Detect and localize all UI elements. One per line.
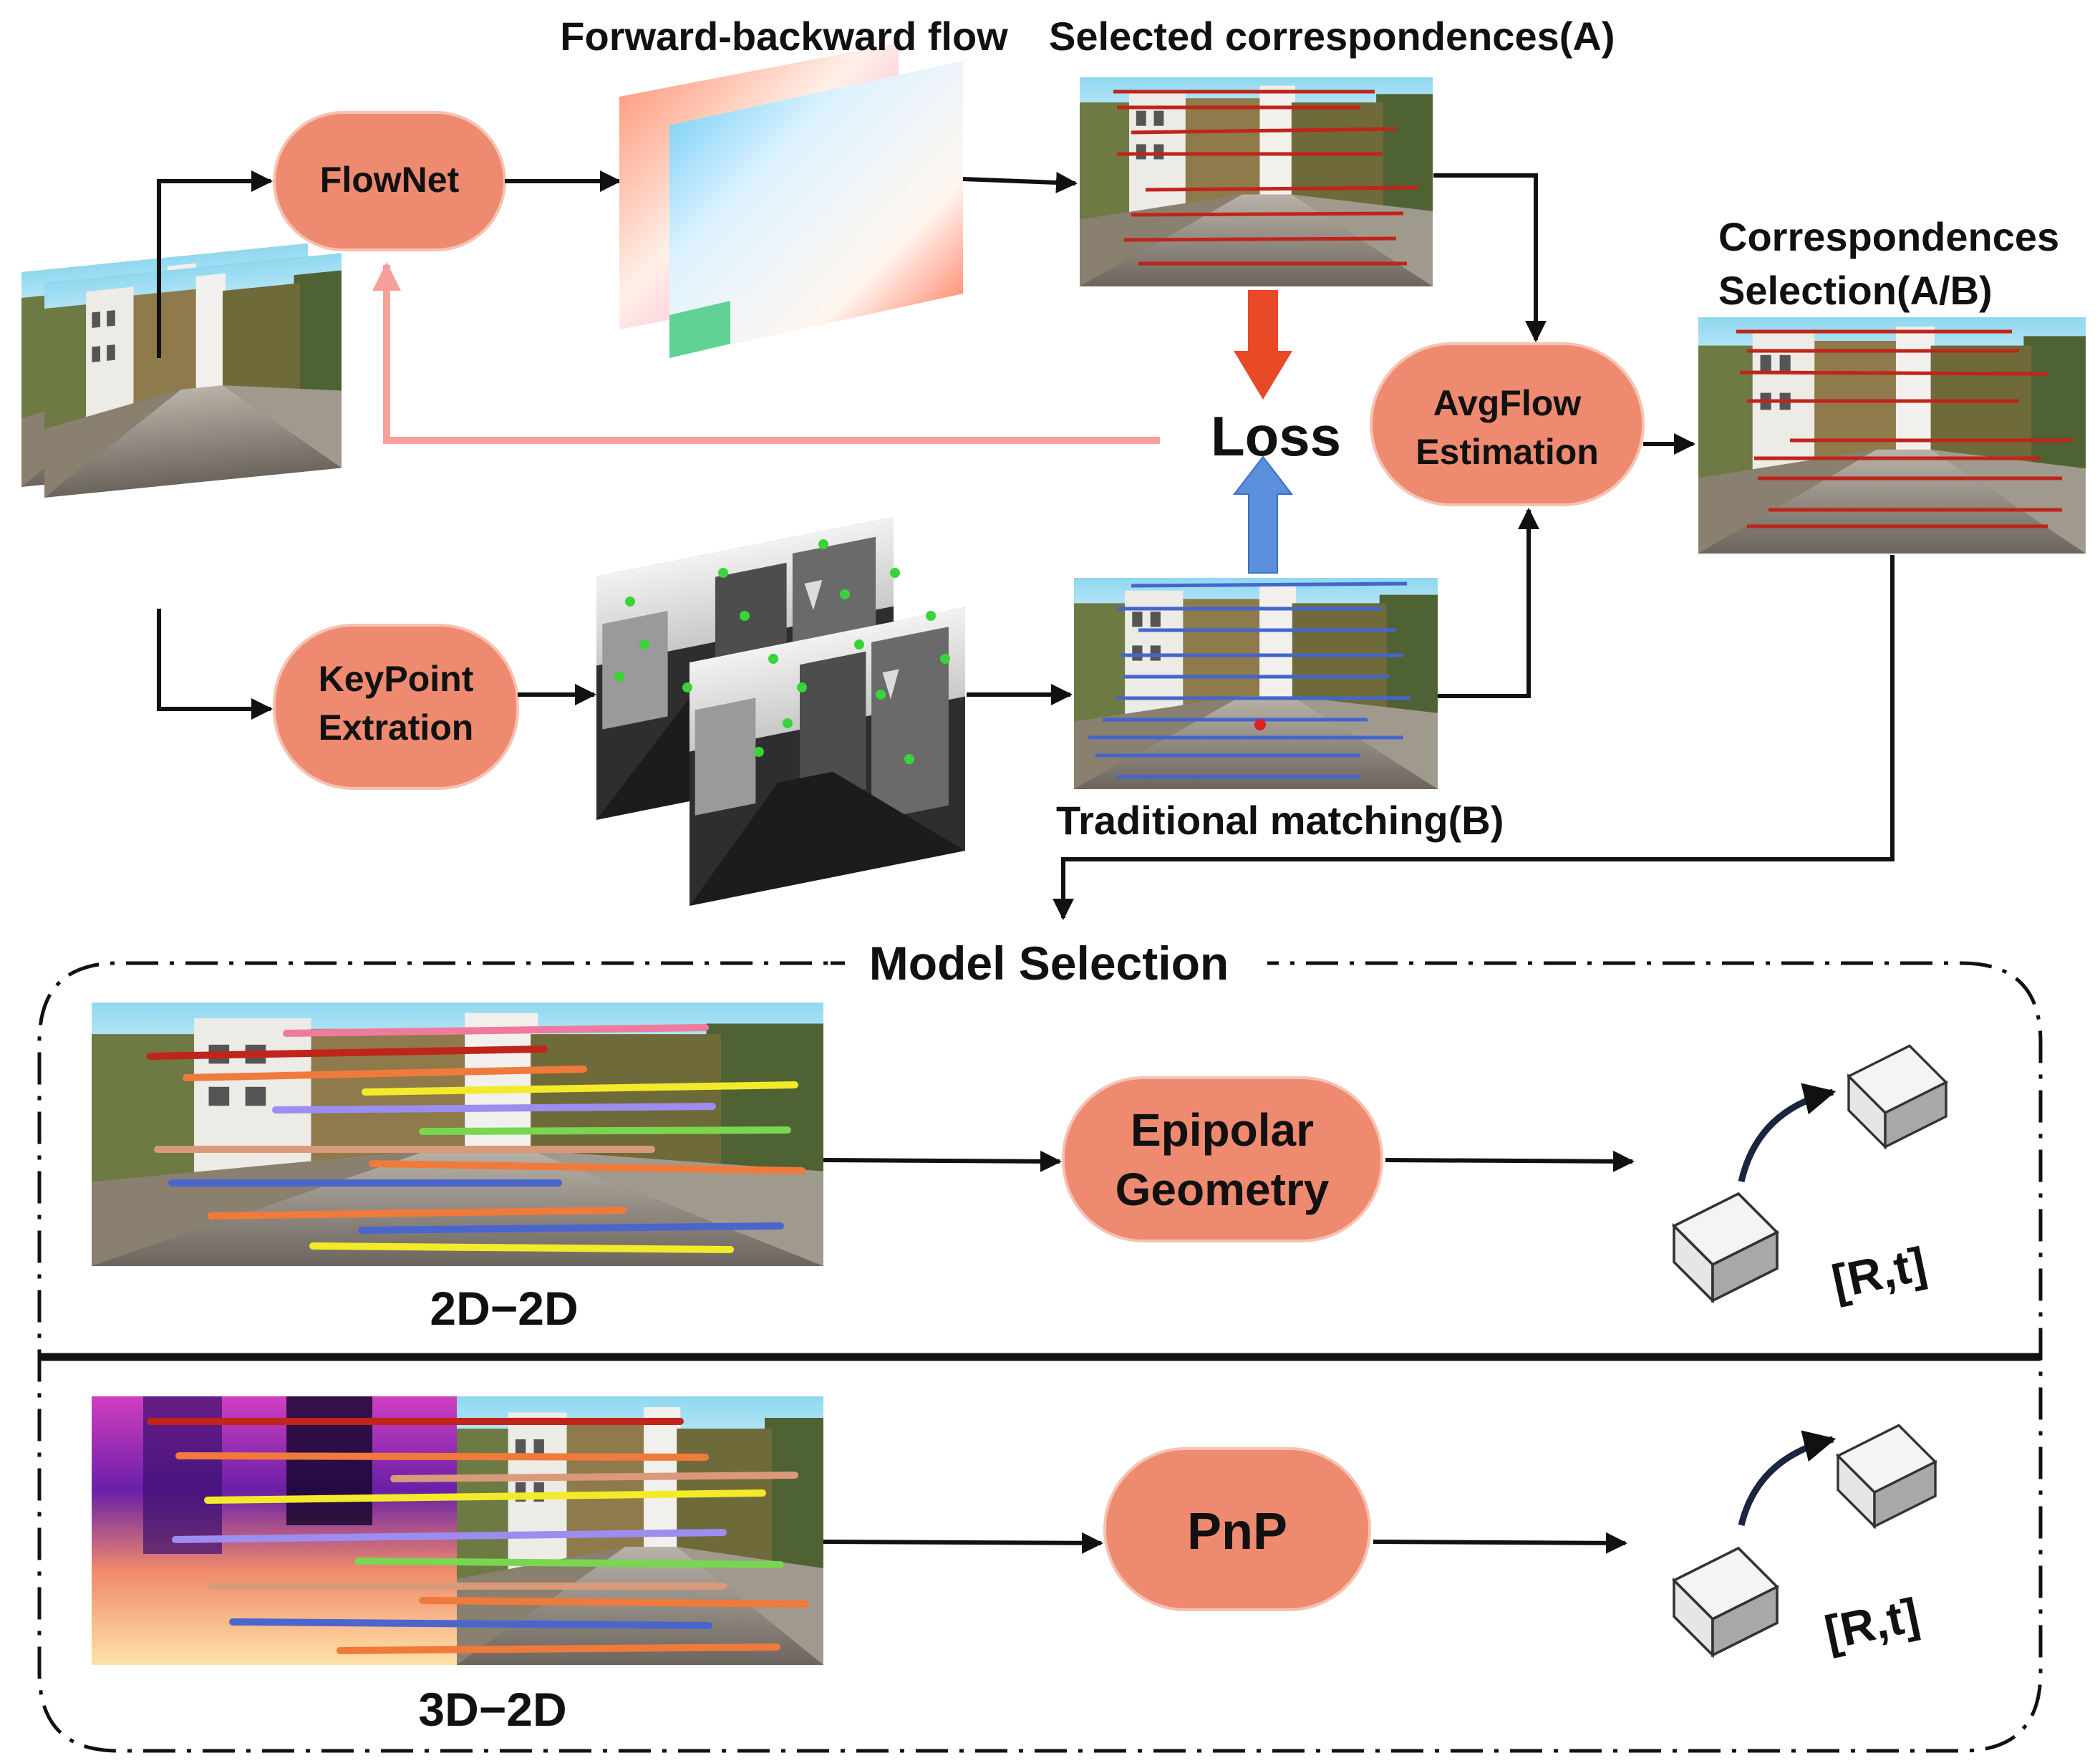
epipolar-label-line1: Epipolar	[1131, 1104, 1314, 1156]
feedback-arrow-to-flownet	[372, 262, 1160, 444]
three-d-match-lines	[147, 1418, 809, 1654]
red-loss-arrow	[1234, 290, 1292, 400]
pnp-label: PnP	[1187, 1503, 1287, 1560]
arrow-2d2d-to-epipolar	[823, 1150, 1062, 1172]
arrow-epipolar-to-pose	[1385, 1150, 1635, 1172]
arrow-3d2d-to-pnp	[823, 1532, 1103, 1554]
arrow-matching-to-avgflow	[1438, 508, 1539, 698]
traditional-matching-label: Traditional matching(B)	[1056, 798, 1504, 843]
pose-cubes-top	[1673, 1044, 1947, 1303]
model-selection-title: Model Selection	[869, 937, 1229, 990]
rt-label-bottom: [R,t]	[1820, 1588, 1923, 1659]
flownet-node: FlowNet	[273, 111, 506, 251]
correspondences-selection-label-line2: Selection(A/B)	[1718, 268, 1993, 313]
cube-icon	[1673, 1192, 1779, 1303]
epipolar-label-line2: Geometry	[1116, 1164, 1330, 1215]
keypoint-node: KeyPoint Extration	[273, 624, 519, 790]
flow-images	[619, 43, 963, 358]
selected-correspondences-image	[1080, 77, 1433, 286]
arrow-flow-to-correspondences	[962, 171, 1078, 193]
flownet-label: FlowNet	[320, 160, 460, 200]
cube-icon	[1673, 1547, 1779, 1657]
pose-cubes-bottom	[1673, 1424, 1937, 1657]
traditional-matching-image	[1074, 578, 1438, 789]
arrow-input-to-keypoint	[157, 609, 273, 720]
loss-label: Loss	[1211, 405, 1341, 468]
three-d-two-d-image	[92, 1396, 823, 1665]
keypoint-label-line1: KeyPoint	[319, 659, 474, 699]
avgflow-node: AvgFlow Estimation	[1370, 342, 1645, 506]
avgflow-label-line1: AvgFlow	[1433, 383, 1582, 423]
two-d-two-d-image	[92, 1003, 823, 1266]
pnp-node: PnP	[1103, 1447, 1371, 1611]
input-frame-front	[44, 253, 342, 498]
model-selection-frame	[37, 961, 2043, 1753]
arrow-input-to-flownet	[157, 170, 273, 358]
keypoint-images	[596, 517, 965, 906]
arrow-correspondences-to-avgflow	[1433, 173, 1547, 342]
forward-backward-flow-label: Forward-backward flow	[560, 14, 1008, 59]
input-frames	[21, 243, 342, 498]
epipolar-node: Epipolar Geometry	[1062, 1076, 1383, 1242]
selected-correspondences-label: Selected correspondences(A)	[1049, 14, 1615, 59]
avgflow-label-line2: Estimation	[1416, 432, 1599, 472]
correspondences-selection-label-line1: Correspondences	[1718, 214, 2059, 259]
rt-label-top: [R,t]	[1827, 1237, 1930, 1308]
cube-icon	[1837, 1424, 1937, 1528]
two-d-match-lines	[147, 1024, 805, 1253]
arrow-pnp-to-pose	[1373, 1532, 1627, 1554]
arrow-selection-to-model-selection	[1053, 555, 1895, 920]
two-d-two-d-label: 2D−2D	[430, 1282, 578, 1335]
keypoint-label-line2: Extration	[319, 707, 474, 748]
three-d-two-d-label: 3D−2D	[418, 1683, 566, 1736]
blue-loss-arrow	[1232, 455, 1294, 574]
correspondences-selection-image	[1698, 317, 2086, 554]
cube-icon	[1847, 1044, 1947, 1149]
